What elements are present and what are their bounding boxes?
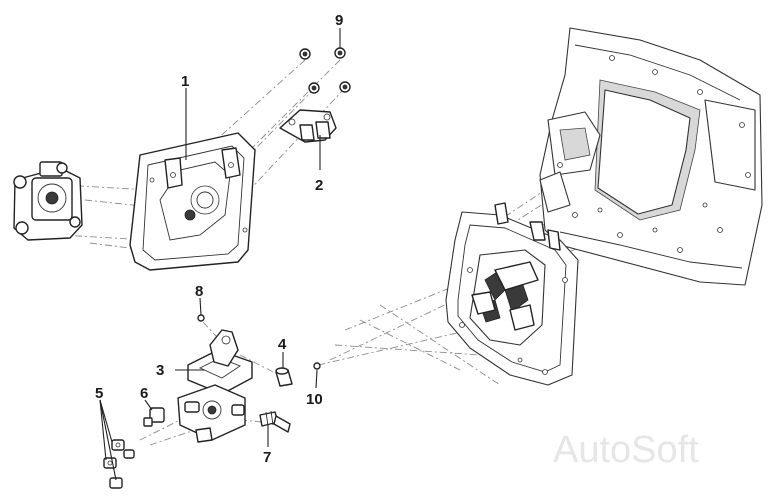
part-2-bracket: [279, 109, 337, 143]
callout-7: 7: [263, 449, 271, 466]
part-8-screw: [197, 314, 205, 322]
callout-5: 5: [95, 385, 103, 402]
callout-1: 1: [181, 73, 189, 90]
callout-4: 4: [278, 336, 287, 353]
gear-selector-housing: [13, 161, 83, 241]
callout-3: 3: [156, 362, 164, 379]
part-4-bushing: [275, 367, 293, 387]
part-9-nuts: [299, 47, 351, 94]
watermark-text: AutoSoft: [553, 429, 699, 471]
part-1-mounting-tray: [129, 132, 256, 271]
installed-shift-assembly: [445, 202, 579, 386]
part-3-shift-mechanism: [177, 329, 253, 443]
callout-labels: 1 2 3 4 5 6 7 8 9 10: [95, 12, 343, 466]
callout-10: 10: [306, 391, 323, 408]
part-7-sensor: [259, 410, 291, 433]
part-5-fittings: [103, 439, 135, 489]
part-10-screw: [313, 362, 321, 370]
callout-leaders: [99, 28, 341, 481]
callout-8: 8: [195, 283, 203, 300]
callout-2: 2: [315, 177, 323, 194]
callout-9: 9: [335, 12, 343, 29]
part-6-connector: [143, 407, 165, 427]
callout-6: 6: [140, 385, 148, 402]
vehicle-floor-panel: [539, 27, 763, 286]
